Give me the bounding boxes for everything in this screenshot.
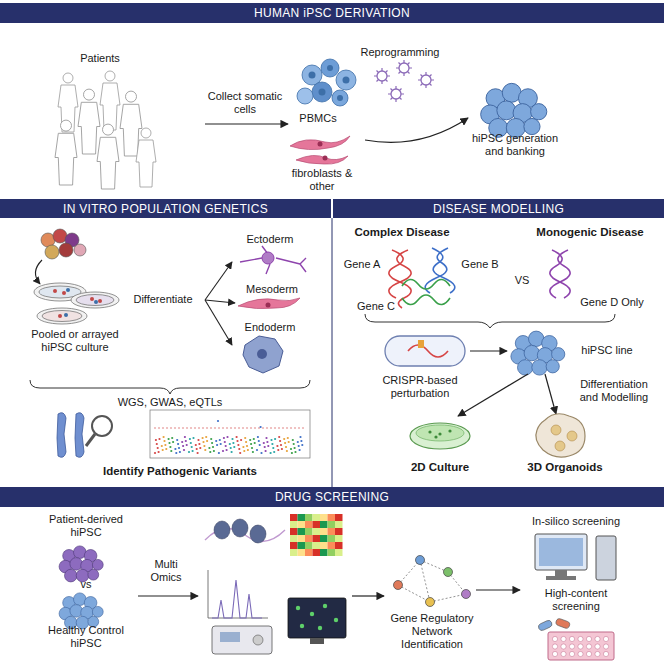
caption-text: Reprogramming	[350, 46, 450, 59]
section-header: DISEASE MODELLING	[333, 199, 664, 218]
caption-text: hiPSC line	[574, 344, 640, 357]
caption-text: vs	[71, 578, 101, 591]
caption-text: Gene D Only	[577, 296, 647, 309]
caption-text: Gene Regulatory Network Identification	[382, 612, 482, 651]
caption-text: Endoderm	[235, 321, 305, 334]
caption-text: Differentiate	[126, 293, 200, 306]
caption-text: Pooled or arrayed hiPSC culture	[27, 328, 123, 354]
section-header: DRUG SCREENING	[0, 487, 664, 507]
header-text: DRUG SCREENING	[275, 490, 389, 504]
caption-text: Ectoderm	[235, 233, 305, 246]
section-header: HUMAN iPSC DERIVATION	[0, 3, 664, 23]
bold-label: 3D Organoids	[515, 461, 615, 474]
caption-text: hiPSC generation and banking	[467, 132, 563, 158]
caption-text: Mesoderm	[237, 283, 307, 296]
header-text: HUMAN iPSC DERIVATION	[254, 6, 410, 20]
caption-text: Gene C	[355, 300, 397, 313]
caption-text: VS	[507, 274, 537, 287]
bold-label: Monogenic Disease	[530, 226, 650, 239]
caption-text: Healthy Control hiPSC	[36, 624, 136, 650]
header-text: IN VITRO POPULATION GENETICS	[63, 202, 268, 216]
caption-text: Collect somatic cells	[205, 90, 285, 116]
caption-text: Differentiation and Modelling	[572, 378, 656, 404]
caption-text: PBMCs	[288, 112, 348, 125]
section-header: IN VITRO POPULATION GENETICS	[0, 199, 331, 218]
caption-text: Multi Omics	[138, 558, 194, 584]
bold-label: Complex Disease	[347, 226, 457, 239]
bold-label: 2D Culture	[395, 461, 485, 474]
header-text: DISEASE MODELLING	[433, 202, 564, 216]
caption-text: Gene B	[459, 258, 501, 271]
caption-text: WGS, GWAS, eQTLs	[105, 396, 235, 409]
bold-label: Identify Pathogenic Variants	[80, 465, 280, 478]
caption-text: Gene A	[341, 258, 383, 271]
caption-text: Patients	[60, 52, 140, 65]
caption-text: CRISPR-based perturbation	[370, 374, 470, 400]
caption-text: High-content screening	[536, 587, 616, 613]
caption-text: Patient-derived hiPSC	[36, 513, 136, 539]
caption-text: fibroblasts & other	[282, 167, 362, 193]
caption-text: In-silico screening	[521, 515, 631, 528]
